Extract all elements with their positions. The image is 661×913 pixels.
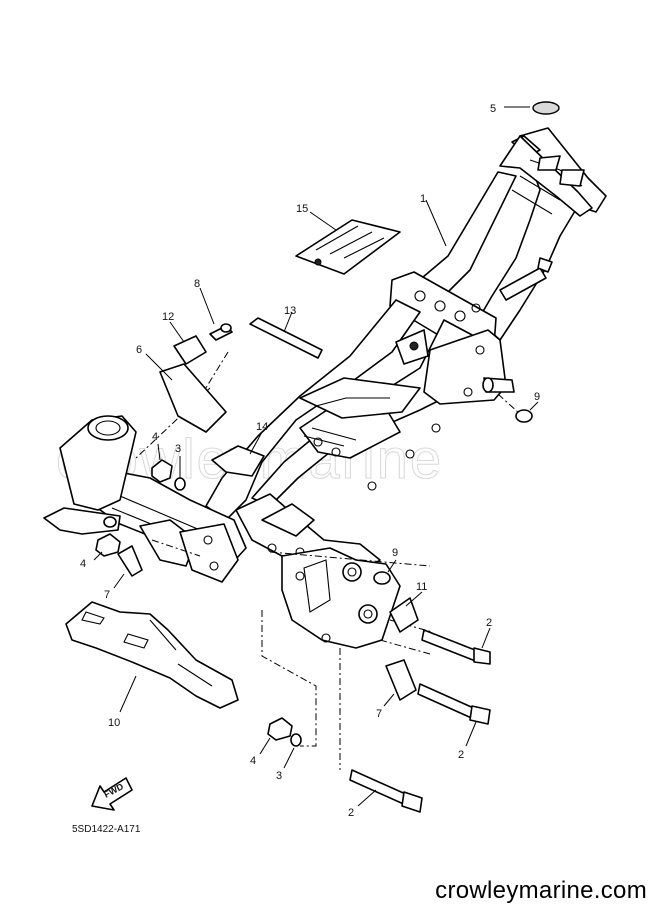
washer-part [174,477,186,491]
callout-9-upper: 9 [534,391,540,403]
callout-9-middle: 9 [392,547,398,559]
callout-10: 10 [108,717,120,729]
nut-part-left [95,533,121,557]
callout-2-lower: 2 [348,807,354,819]
callout-2-middle: 2 [458,749,464,761]
strip-part [249,317,323,359]
callout-4-upper: 4 [152,431,158,443]
clip-part [173,335,207,365]
callout-8: 8 [194,278,200,290]
frame-assembly [43,127,607,649]
callout-15: 15 [296,203,308,215]
bracket-part [159,363,227,433]
plate-part-lower [385,659,417,701]
site-url: crowleymarine.com [435,877,647,904]
bolt-part-middle [417,683,491,725]
callout-6: 6 [136,344,142,356]
callout-4-lower: 4 [250,755,256,767]
callout-3-lower: 3 [276,770,282,782]
callout-11: 11 [416,581,427,593]
nut-part [151,459,173,483]
callout-1: 1 [420,193,426,205]
bolt-part-lower [349,769,423,813]
callout-3-upper: 3 [175,443,181,455]
callout-5: 5 [490,103,496,115]
callout-12: 12 [162,311,174,323]
diagram-code: 5SD1422-A171 [72,824,141,835]
plate-part-left [117,545,143,577]
screw-part [209,323,233,341]
bushing-part-middle [373,571,391,585]
cover-part [65,601,239,709]
leader-lines [93,106,539,807]
cap-part [532,101,560,115]
callout-labels: 5 1 15 8 12 13 6 14 4 3 9 4 7 9 11 2 7 2… [80,103,540,819]
callout-2-upper: 2 [486,617,492,629]
washer-part-lower [290,733,302,747]
callout-7-left: 7 [104,589,110,601]
bolt-part-upper [421,629,491,665]
bracket-part-11 [389,597,419,633]
callout-13: 13 [284,305,296,317]
callout-7-lower: 7 [376,708,382,720]
bracket-part-14 [211,445,265,477]
nut-part-lower [267,717,293,741]
bushing-part [515,409,533,423]
forward-arrow-icon: FWD [91,777,133,811]
callout-4-left: 4 [80,558,86,570]
callout-14: 14 [256,421,268,433]
pad-part [295,219,401,275]
